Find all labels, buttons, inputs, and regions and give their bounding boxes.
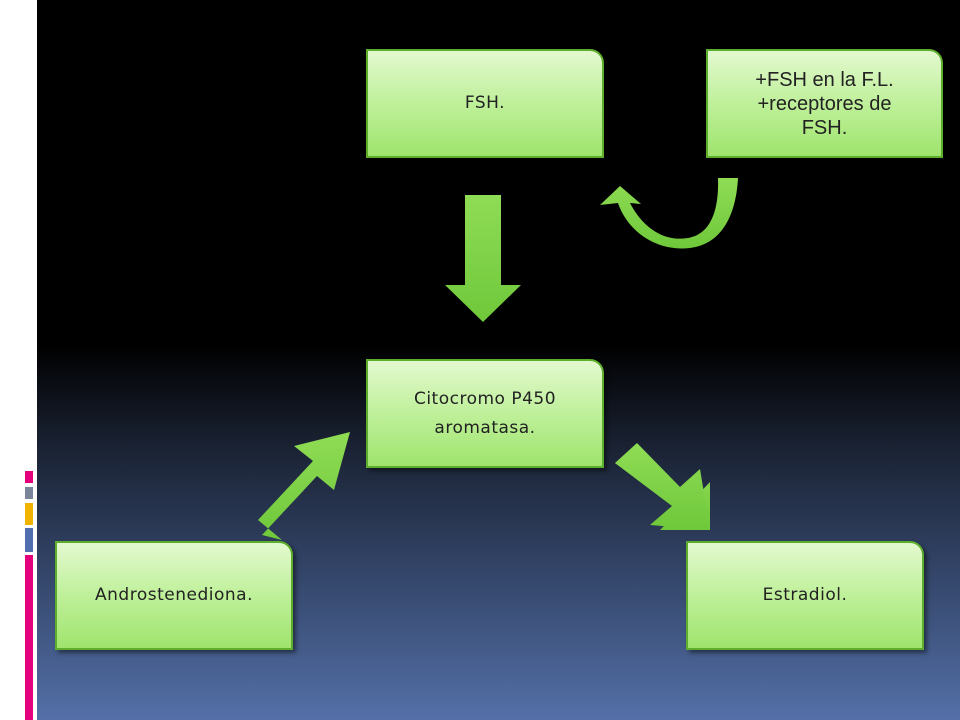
fsh-label: FSH. xyxy=(464,93,506,114)
citocromo-line-1: Citocromo P450 xyxy=(413,388,557,409)
diagonal-down-right-arrow-head xyxy=(615,443,710,530)
down-arrow-icon xyxy=(445,195,521,322)
citocromo-line-2: aromatasa. xyxy=(434,417,536,438)
feedback-line-1: +FSH en la F.L. xyxy=(755,68,894,91)
estradiol-label: Estradiol. xyxy=(762,585,848,606)
citocromo-box: Citocromo P450 aromatasa. xyxy=(366,359,604,468)
deco-bar-1 xyxy=(20,0,37,28)
curved-feedback-arrow-icon xyxy=(600,178,738,249)
accent-square-yellow xyxy=(25,503,33,525)
diagonal-up-right-arrow-icon xyxy=(258,432,350,540)
feedback-line-2: +receptores de xyxy=(757,92,892,115)
deco-bar-2 xyxy=(20,30,24,125)
accent-square-gray xyxy=(25,487,33,499)
feedback-box: +FSH en la F.L. +receptores de FSH. xyxy=(706,49,943,158)
estradiol-box: Estradiol. xyxy=(686,541,924,650)
accent-bar-magenta xyxy=(25,555,33,720)
accent-bar-blue xyxy=(25,528,33,552)
accent-square-magenta xyxy=(25,471,33,483)
fsh-box: FSH. xyxy=(366,49,604,158)
feedback-line-3: FSH. xyxy=(801,116,848,139)
androstenediona-label: Androstenediona. xyxy=(95,585,253,606)
androstenediona-box: Androstenediona. xyxy=(55,541,293,650)
